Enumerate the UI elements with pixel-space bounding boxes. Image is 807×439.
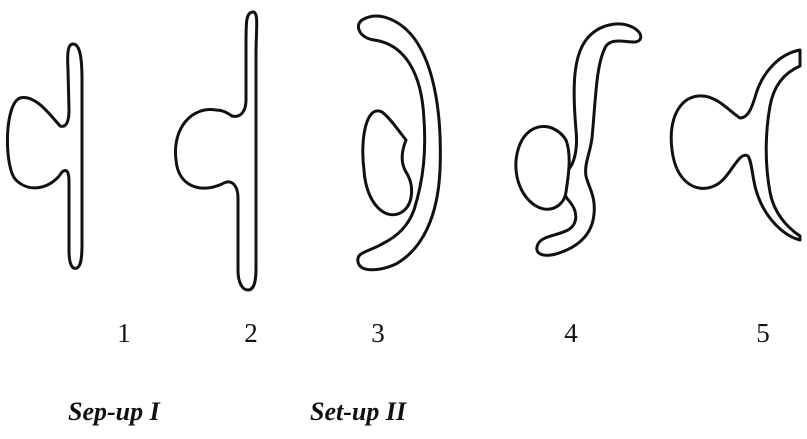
shape-5 bbox=[669, 48, 802, 242]
figure-label-1: 1 bbox=[117, 318, 131, 348]
setup-label-2: Set-up II bbox=[310, 397, 407, 426]
shape-1 bbox=[6, 42, 84, 270]
shape-4 bbox=[514, 22, 643, 257]
setup-label-1: Sep-up I bbox=[68, 397, 160, 426]
shape-3 bbox=[356, 14, 442, 272]
figure-label-4: 4 bbox=[564, 318, 578, 348]
figure-label-5: 5 bbox=[756, 318, 770, 348]
figure-label-3: 3 bbox=[371, 318, 385, 348]
figure-label-2: 2 bbox=[244, 318, 258, 348]
shape-2 bbox=[174, 10, 259, 292]
